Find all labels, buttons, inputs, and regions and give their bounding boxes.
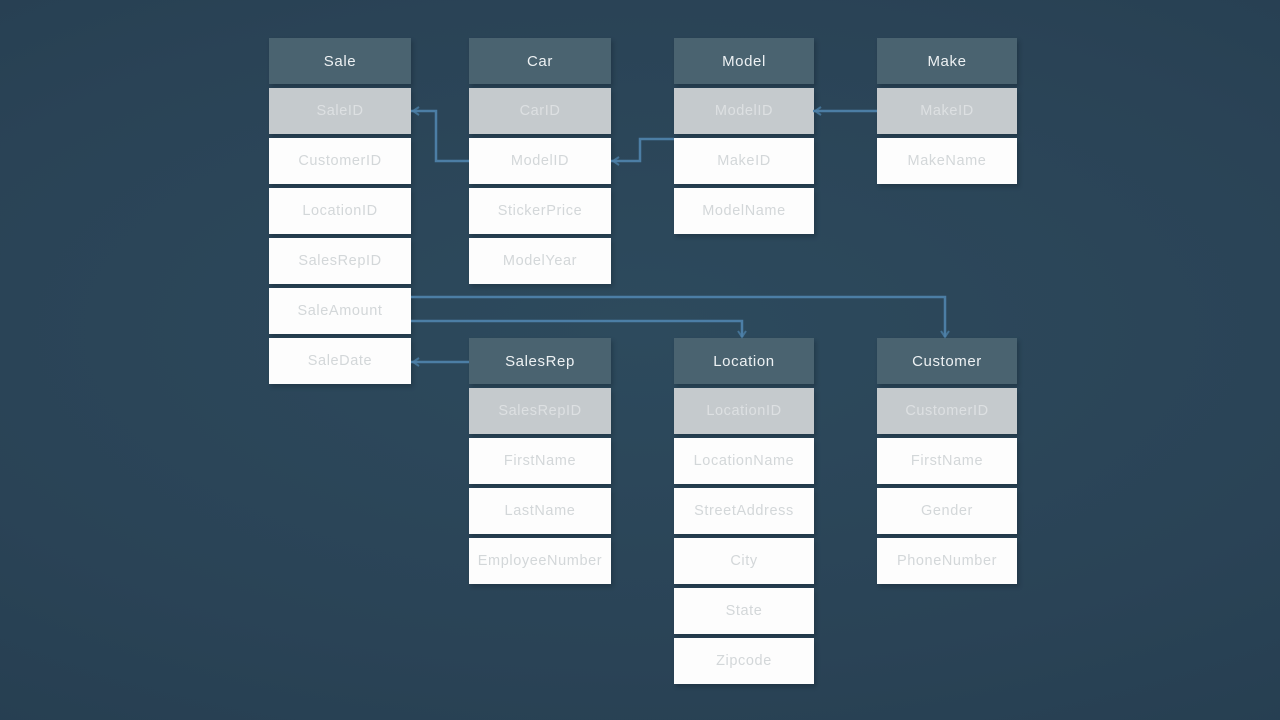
field-make-makename: MakeName	[877, 138, 1017, 184]
table-title-car: Car	[469, 38, 611, 84]
relationship-arrow-icon-car-model	[611, 156, 620, 166]
primary-key-field-sale: SaleID	[269, 88, 411, 134]
field-location-streetaddress: StreetAddress	[674, 488, 814, 534]
relationship-arrow-icon-make-model	[813, 106, 822, 116]
field-customer-phonenumber: PhoneNumber	[877, 538, 1017, 584]
relationship-arrow-icon-sale-location	[737, 330, 747, 339]
field-customer-firstname: FirstName	[877, 438, 1017, 484]
field-location-state: State	[674, 588, 814, 634]
field-salesrep-lastname: LastName	[469, 488, 611, 534]
table-title-location: Location	[674, 338, 814, 384]
field-sale-customerid: CustomerID	[269, 138, 411, 184]
relationship-car-model	[611, 137, 674, 163]
field-car-stickerprice: StickerPrice	[469, 188, 611, 234]
field-sale-locationid: LocationID	[269, 188, 411, 234]
relationship-arrow-icon-sale-customer	[940, 330, 950, 339]
field-sale-salesrepid: SalesRepID	[269, 238, 411, 284]
field-model-modelname: ModelName	[674, 188, 814, 234]
table-title-sale: Sale	[269, 38, 411, 84]
field-customer-gender: Gender	[877, 488, 1017, 534]
field-salesrep-firstname: FirstName	[469, 438, 611, 484]
table-title-customer: Customer	[877, 338, 1017, 384]
field-salesrep-employeenumber: EmployeeNumber	[469, 538, 611, 584]
field-location-zipcode: Zipcode	[674, 638, 814, 684]
field-car-modelyear: ModelYear	[469, 238, 611, 284]
primary-key-field-model: ModelID	[674, 88, 814, 134]
table-title-make: Make	[877, 38, 1017, 84]
field-location-city: City	[674, 538, 814, 584]
primary-key-field-salesrep: SalesRepID	[469, 388, 611, 434]
field-car-modelid: ModelID	[469, 138, 611, 184]
primary-key-field-location: LocationID	[674, 388, 814, 434]
relationship-sale-car	[411, 109, 469, 163]
table-title-salesrep: SalesRep	[469, 338, 611, 384]
field-sale-saleamount: SaleAmount	[269, 288, 411, 334]
table-title-model: Model	[674, 38, 814, 84]
primary-key-field-customer: CustomerID	[877, 388, 1017, 434]
field-sale-saledate: SaleDate	[269, 338, 411, 384]
relationship-sale-location	[411, 319, 744, 337]
relationship-arrow-icon-sale-car	[411, 106, 420, 116]
primary-key-field-car: CarID	[469, 88, 611, 134]
relationship-sale-customer	[411, 295, 947, 337]
primary-key-field-make: MakeID	[877, 88, 1017, 134]
field-location-locationname: LocationName	[674, 438, 814, 484]
field-model-makeid: MakeID	[674, 138, 814, 184]
relationship-arrow-icon-sale-salesrep	[411, 357, 420, 367]
